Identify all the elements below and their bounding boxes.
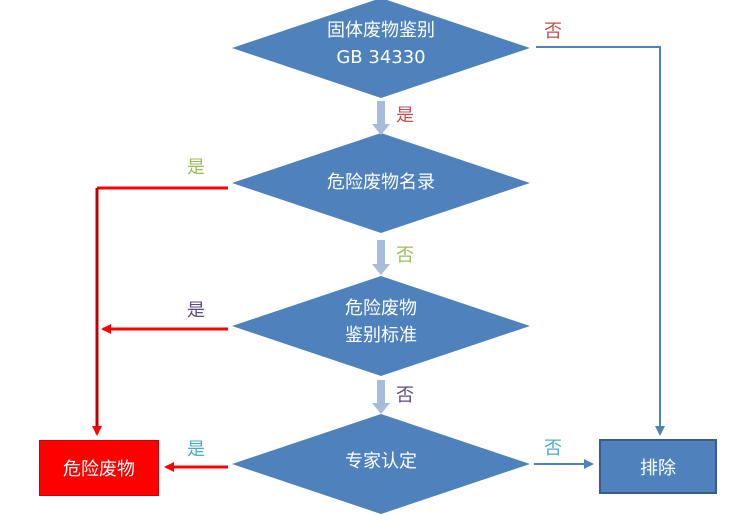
decision-diamond-hazardous-list	[232, 133, 530, 233]
decision-line-solid-waste-1: 固体废物鉴别	[327, 20, 435, 41]
decision-diamond-expert	[232, 414, 530, 514]
down-arrow-1	[372, 101, 390, 135]
label-d3-no: 否	[396, 385, 414, 406]
no-arrow-solid-waste	[536, 46, 665, 436]
decision-line-standard-2: 鉴别标准	[345, 325, 417, 346]
decision-diamond-solid-waste	[232, 0, 530, 98]
down-arrow-3	[372, 380, 390, 414]
label-d2-no: 否	[396, 245, 414, 266]
outcome-exclude: 排除	[599, 439, 717, 494]
decision-text-identification-standard: 危险废物 鉴别标准	[281, 295, 481, 349]
decision-text-solid-waste: 固体废物鉴别 GB 34330	[281, 17, 481, 71]
label-d1-no: 否	[544, 21, 562, 42]
decision-line-hazardous-list: 危险废物名录	[327, 172, 435, 193]
decision-line-expert: 专家认定	[345, 451, 417, 472]
label-d4-no: 否	[544, 438, 562, 459]
decision-text-expert: 专家认定	[281, 448, 481, 475]
decision-line-solid-waste-2: GB 34330	[336, 47, 426, 68]
decision-text-hazardous-list: 危险废物名录	[281, 169, 481, 196]
decision-diamond-identification-standard	[232, 276, 530, 376]
label-d3-yes: 是	[187, 300, 205, 321]
decision-line-standard-1: 危险废物	[345, 298, 417, 319]
label-d1-yes: 是	[396, 105, 414, 126]
label-d4-yes: 是	[187, 439, 205, 460]
label-d2-yes: 是	[187, 157, 205, 178]
down-arrow-2	[372, 240, 390, 275]
outcome-hazardous-waste: 危险废物	[39, 440, 159, 496]
